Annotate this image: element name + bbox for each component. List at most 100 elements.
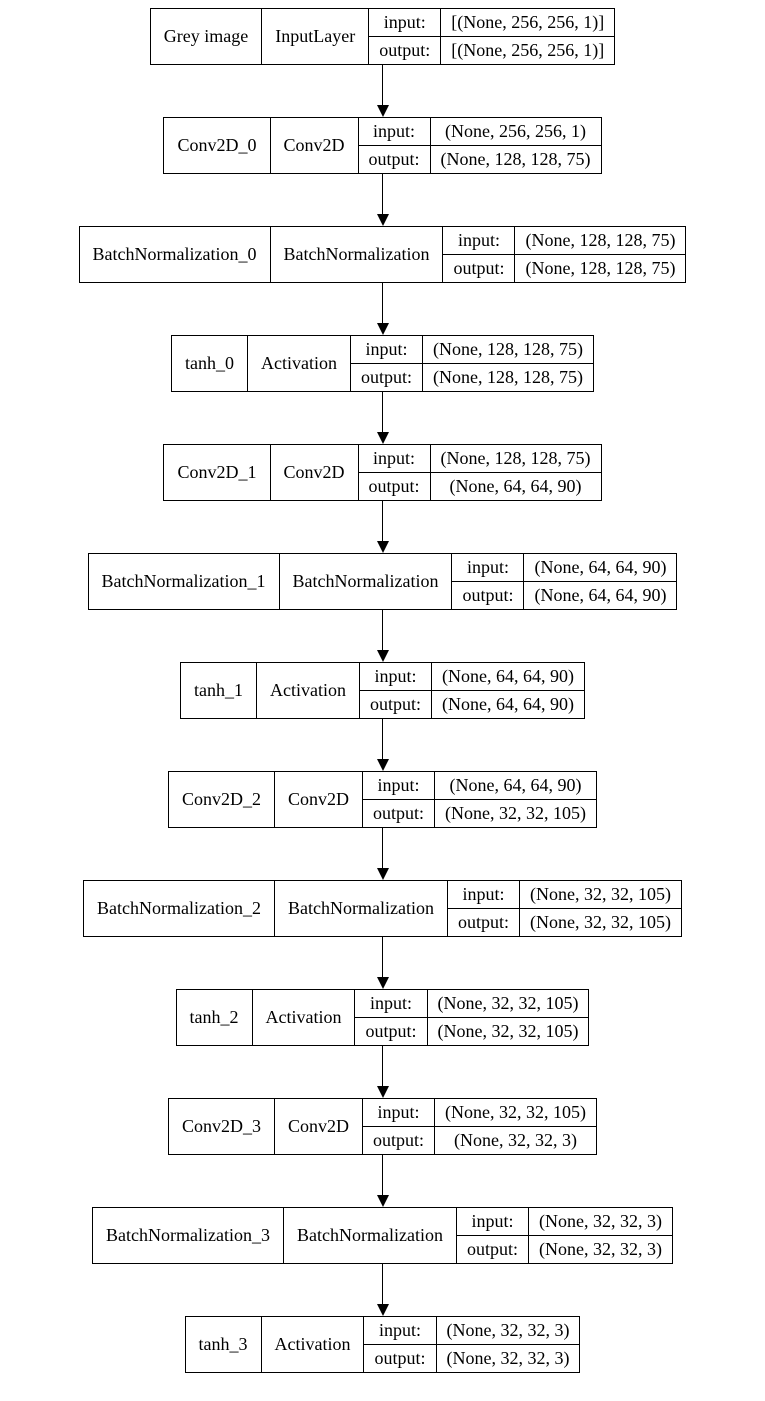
layer-io-table: input: (None, 32, 32, 105) output: (None… bbox=[363, 1099, 597, 1154]
layer-type: BatchNormalization bbox=[284, 1208, 457, 1263]
connector-arrow bbox=[376, 1046, 389, 1098]
input-label: input: bbox=[373, 447, 416, 468]
input-shape: (None, 64, 64, 90) bbox=[431, 663, 584, 690]
layer-node: BatchNormalization_1 BatchNormalization … bbox=[87, 553, 678, 610]
connector-arrow bbox=[376, 174, 389, 226]
input-label: input: bbox=[377, 774, 420, 795]
layer-type: Conv2D bbox=[271, 445, 359, 500]
input-shape: (None, 128, 128, 75) bbox=[429, 445, 601, 472]
edge-line bbox=[382, 828, 383, 868]
output-shape: (None, 32, 32, 3) bbox=[527, 1235, 672, 1263]
layer-node: Conv2D_1 Conv2D input: (None, 128, 128, … bbox=[163, 444, 602, 501]
input-label: input: bbox=[373, 120, 416, 141]
layer-io-table: input: (None, 64, 64, 90) output: (None,… bbox=[359, 663, 584, 718]
output-shape: (None, 32, 32, 3) bbox=[435, 1344, 580, 1372]
input-label: input: bbox=[457, 229, 500, 250]
layer-io-table: input: (None, 256, 256, 1) output: (None… bbox=[358, 118, 601, 173]
layer-type: InputLayer bbox=[262, 9, 370, 64]
output-label: output: bbox=[456, 1235, 528, 1263]
layer-name: tanh_3 bbox=[186, 1317, 262, 1372]
layer-type: Activation bbox=[262, 1317, 365, 1372]
output-shape: (None, 128, 128, 75) bbox=[422, 363, 593, 391]
layer-type: Conv2D bbox=[271, 118, 359, 173]
edge-line bbox=[382, 392, 383, 432]
output-label: output: bbox=[358, 145, 430, 173]
input-shape: (None, 64, 64, 90) bbox=[523, 554, 676, 581]
output-shape: (None, 32, 32, 3) bbox=[434, 1126, 597, 1154]
arrowhead-icon bbox=[376, 105, 389, 117]
arrowhead-icon bbox=[376, 323, 389, 335]
arrowhead-icon bbox=[376, 977, 389, 989]
connector-arrow bbox=[376, 937, 389, 989]
input-shape: (None, 64, 64, 90) bbox=[434, 772, 596, 799]
output-shape: [(None, 256, 256, 1)] bbox=[440, 36, 615, 64]
connector-arrow bbox=[376, 392, 389, 444]
arrowhead-icon bbox=[376, 1086, 389, 1098]
connector-arrow bbox=[376, 283, 389, 335]
edge-line bbox=[382, 1264, 383, 1304]
output-shape: (None, 128, 128, 75) bbox=[514, 254, 686, 282]
edge-line bbox=[382, 501, 383, 541]
layer-node: Grey image InputLayer input: [(None, 256… bbox=[149, 8, 616, 65]
output-label: output: bbox=[364, 1344, 436, 1372]
layer-name: Conv2D_1 bbox=[164, 445, 271, 500]
layer-node: Conv2D_0 Conv2D input: (None, 256, 256, … bbox=[163, 117, 602, 174]
arrowhead-icon bbox=[376, 1195, 389, 1207]
layer-node: Conv2D_2 Conv2D input: (None, 64, 64, 90… bbox=[167, 771, 598, 828]
output-label: output: bbox=[452, 581, 524, 609]
layer-io-table: input: (None, 32, 32, 105) output: (None… bbox=[355, 990, 589, 1045]
layer-name: tanh_0 bbox=[172, 336, 248, 391]
edge-line bbox=[382, 719, 383, 759]
output-label: output: bbox=[350, 363, 422, 391]
layer-name: BatchNormalization_0 bbox=[80, 227, 271, 282]
layer-type: Activation bbox=[257, 663, 360, 718]
layer-node: BatchNormalization_3 BatchNormalization … bbox=[92, 1207, 673, 1264]
layer-node: BatchNormalization_0 BatchNormalization … bbox=[78, 226, 687, 283]
arrowhead-icon bbox=[376, 650, 389, 662]
arrowhead-icon bbox=[376, 214, 389, 226]
input-shape: (None, 32, 32, 105) bbox=[426, 990, 589, 1017]
output-label: output: bbox=[447, 908, 519, 936]
output-shape: (None, 64, 64, 90) bbox=[431, 690, 584, 718]
layer-io-table: input: (None, 128, 128, 75) output: (Non… bbox=[358, 445, 601, 500]
connector-arrow bbox=[376, 501, 389, 553]
output-shape: (None, 32, 32, 105) bbox=[426, 1017, 589, 1045]
input-shape: (None, 32, 32, 105) bbox=[434, 1099, 596, 1126]
connector-arrow bbox=[376, 828, 389, 880]
arrowhead-icon bbox=[376, 759, 389, 771]
arrowhead-icon bbox=[376, 432, 389, 444]
layer-io-table: input: (None, 64, 64, 90) output: (None,… bbox=[452, 554, 677, 609]
layer-type: BatchNormalization bbox=[280, 554, 453, 609]
edge-line bbox=[382, 1155, 383, 1195]
input-label: input: bbox=[378, 1319, 421, 1340]
layer-name: Grey image bbox=[151, 9, 263, 64]
output-label: output: bbox=[363, 799, 435, 827]
output-shape: (None, 128, 128, 75) bbox=[429, 145, 601, 173]
output-label: output: bbox=[358, 472, 430, 500]
input-label: input: bbox=[374, 665, 417, 686]
connector-arrow bbox=[376, 1264, 389, 1316]
output-label: output: bbox=[363, 1126, 435, 1154]
output-shape: (None, 32, 32, 105) bbox=[518, 908, 681, 936]
output-label: output: bbox=[443, 254, 515, 282]
layer-type: Conv2D bbox=[275, 1099, 364, 1154]
layer-io-table: input: (None, 64, 64, 90) output: (None,… bbox=[363, 772, 597, 827]
connector-arrow bbox=[376, 65, 389, 117]
layer-name: Conv2D_0 bbox=[164, 118, 271, 173]
layer-io-table: input: (None, 32, 32, 3) output: (None, … bbox=[456, 1208, 672, 1263]
arrowhead-icon bbox=[376, 868, 389, 880]
edge-line bbox=[382, 937, 383, 977]
layer-io-table: input: (None, 128, 128, 75) output: (Non… bbox=[350, 336, 593, 391]
layer-type: Activation bbox=[248, 336, 351, 391]
layer-name: BatchNormalization_1 bbox=[89, 554, 280, 609]
layer-io-table: input: [(None, 256, 256, 1)] output: [(N… bbox=[369, 9, 615, 64]
layer-io-table: input: (None, 128, 128, 75) output: (Non… bbox=[443, 227, 686, 282]
layer-type: BatchNormalization bbox=[271, 227, 444, 282]
arrowhead-icon bbox=[376, 541, 389, 553]
layer-node: tanh_0 Activation input: (None, 128, 128… bbox=[171, 335, 594, 392]
edge-line bbox=[382, 1046, 383, 1086]
connector-arrow bbox=[376, 610, 389, 662]
layer-io-table: input: (None, 32, 32, 3) output: (None, … bbox=[364, 1317, 580, 1372]
layer-type: BatchNormalization bbox=[275, 881, 448, 936]
